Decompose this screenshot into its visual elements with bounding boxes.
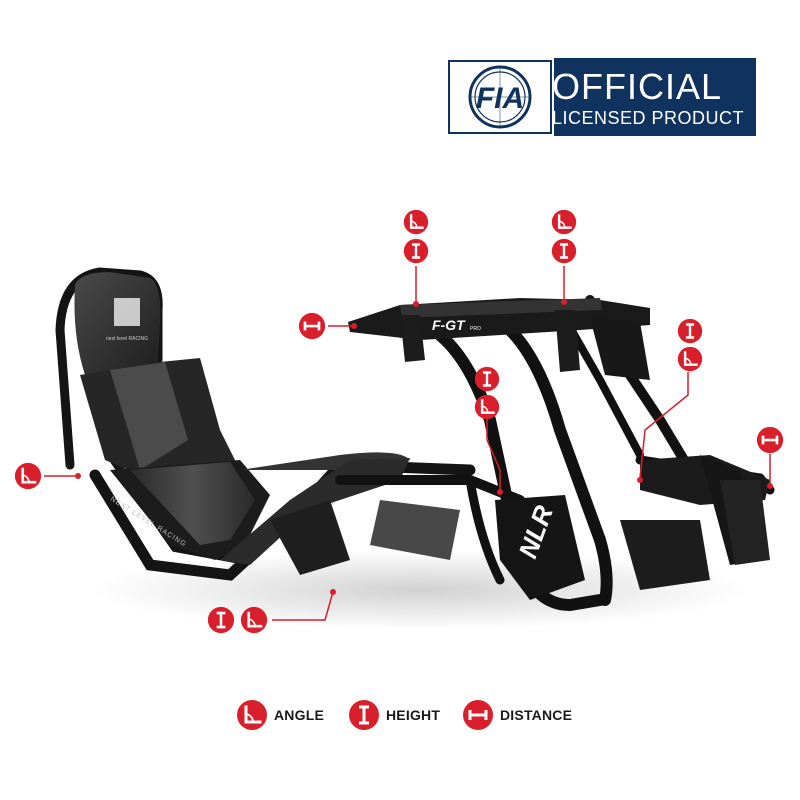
pedal-distance-marker bbox=[756, 426, 784, 489]
angle-icon bbox=[551, 209, 577, 235]
deck-distance-marker bbox=[298, 312, 357, 340]
seat: next level RACING NEXT LEVEL RACING bbox=[74, 272, 410, 565]
angle-icon bbox=[14, 462, 42, 490]
height-icon bbox=[207, 606, 235, 634]
legend-item-distance: DISTANCE bbox=[462, 698, 572, 732]
nlr-plate: NLR bbox=[495, 495, 585, 600]
fia-logo-text: FIA bbox=[476, 82, 524, 115]
height-icon bbox=[677, 318, 703, 344]
distance-icon bbox=[756, 426, 784, 454]
angle-icon bbox=[474, 394, 500, 420]
pedal-upright-markers bbox=[637, 318, 703, 483]
fia-globe-logo-icon: FIA bbox=[468, 65, 532, 129]
seat-bracket bbox=[270, 500, 460, 575]
legend-height-label: HEIGHT bbox=[386, 707, 441, 723]
angle-icon bbox=[677, 346, 703, 372]
model-text: F-GT bbox=[432, 317, 466, 333]
adjustment-markers bbox=[14, 209, 784, 634]
badge-licensed-text: LICENSED PRODUCT bbox=[552, 108, 745, 128]
seat-angle-marker bbox=[14, 462, 81, 490]
distance-icon bbox=[298, 312, 326, 340]
wheel-deck: F-GT PRO bbox=[348, 298, 650, 380]
model-suffix-text: PRO bbox=[470, 326, 481, 332]
angle-icon bbox=[403, 209, 429, 235]
height-icon bbox=[551, 238, 577, 264]
legend-angle-label: ANGLE bbox=[274, 707, 324, 723]
seat-base-markers bbox=[207, 589, 336, 634]
legend: ANGLE HEIGHT DISTANCE bbox=[236, 698, 576, 732]
legend-distance-label: DISTANCE bbox=[500, 707, 573, 723]
deck-right-markers bbox=[551, 209, 577, 305]
deck-left-markers bbox=[403, 209, 429, 307]
height-icon bbox=[474, 366, 500, 392]
angle-icon bbox=[240, 606, 268, 634]
frame-mid-markers bbox=[474, 366, 503, 495]
fia-badge: FIA bbox=[446, 58, 756, 136]
badge-official-text: OFFICIAL bbox=[552, 66, 723, 107]
legend-item-angle: ANGLE bbox=[236, 698, 324, 732]
height-icon bbox=[403, 238, 429, 264]
pedal-deck bbox=[620, 455, 770, 590]
seat-brand-text: next level RACING bbox=[106, 336, 148, 342]
legend-item-height: HEIGHT bbox=[348, 698, 440, 732]
